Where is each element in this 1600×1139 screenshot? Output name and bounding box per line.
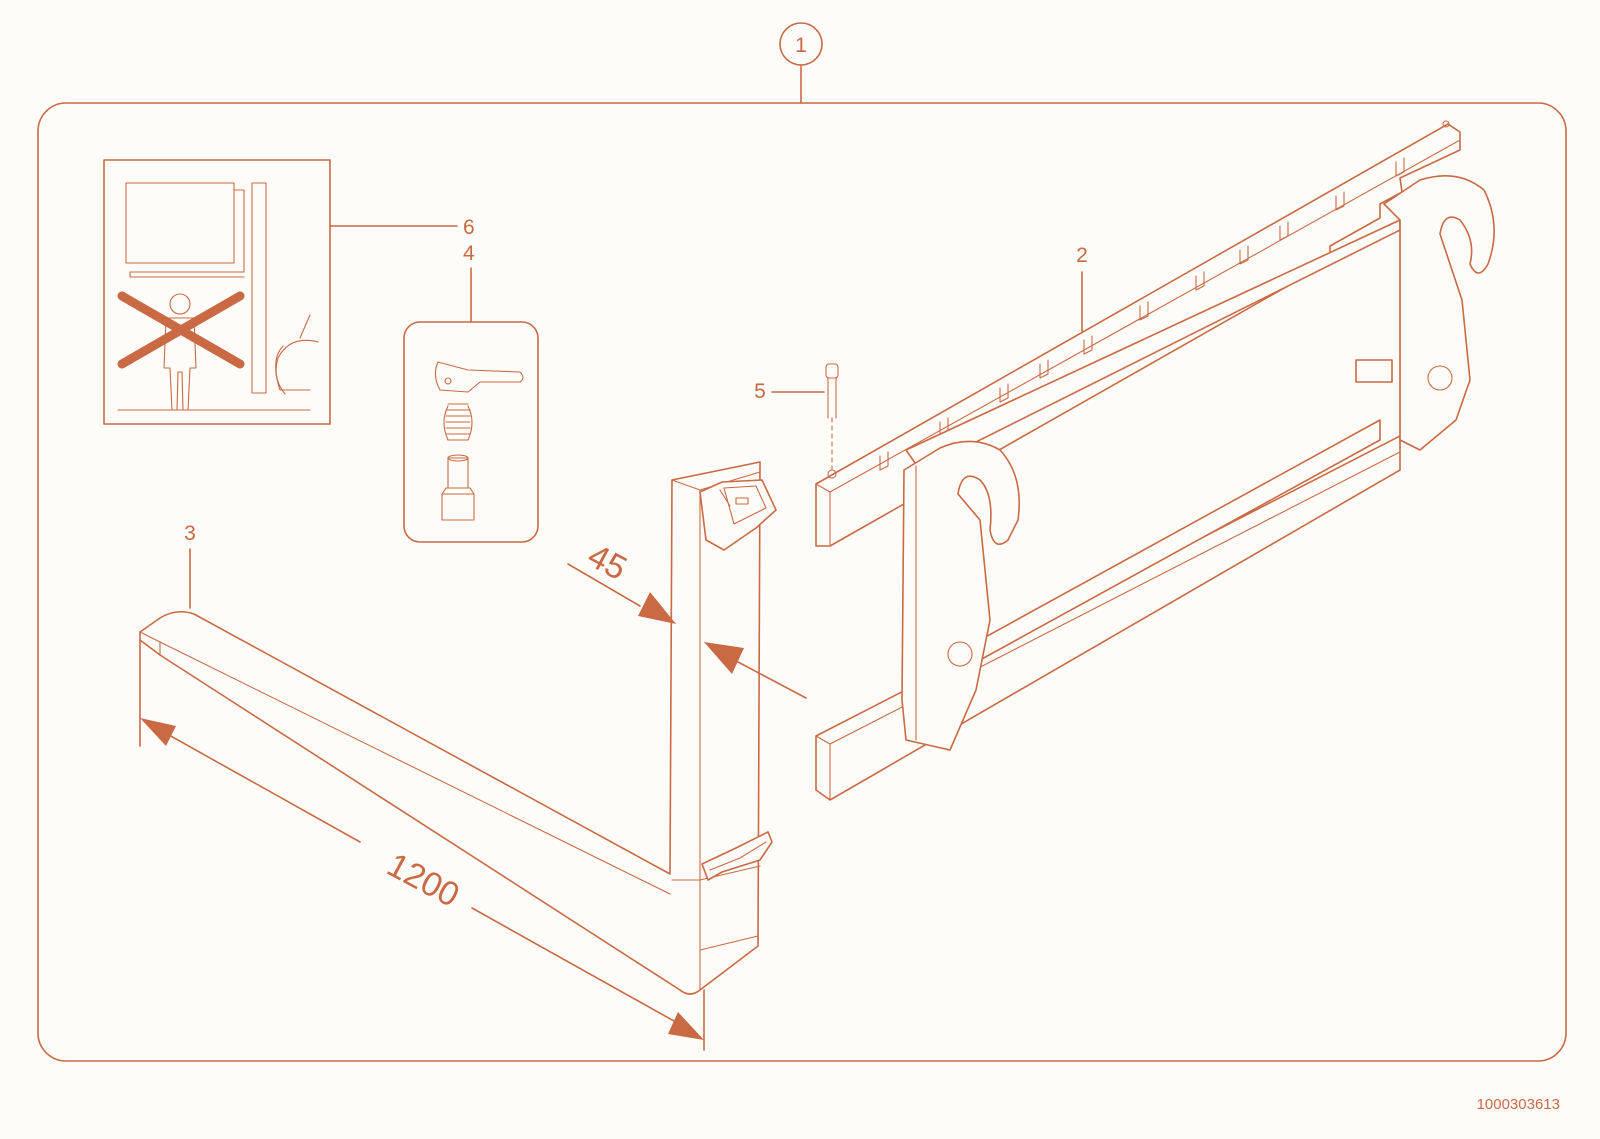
- callout-4: 4: [463, 242, 475, 265]
- carriage-hook-right: [1355, 174, 1495, 451]
- callout-3: 3: [184, 522, 196, 545]
- assembly-frame-border: [37, 102, 1567, 1062]
- latch-detail-panel: [403, 321, 539, 543]
- latch-spring-pin-icon: [434, 361, 524, 521]
- callout-6: 6: [463, 216, 475, 239]
- fork-assembly: [139, 461, 777, 995]
- bolt-icon: [825, 363, 839, 479]
- dim-length-label: 1200: [381, 846, 466, 915]
- fork-hook-bottom: [701, 831, 773, 881]
- callout-2: 2: [1076, 244, 1088, 267]
- callout-5: 5: [754, 380, 766, 403]
- carriage-hook-left: [901, 440, 1020, 751]
- carriage-frame: [815, 120, 1495, 801]
- dimension-length: 1200: [139, 639, 705, 1051]
- callout-1: 1: [795, 34, 807, 57]
- no-standing-under-load-icon: [117, 182, 319, 411]
- dim-thickness-label: 45: [582, 537, 633, 588]
- warning-panel: [103, 159, 331, 425]
- fork-hook-top: [699, 479, 777, 551]
- document-number: 1000303613: [1476, 1096, 1560, 1113]
